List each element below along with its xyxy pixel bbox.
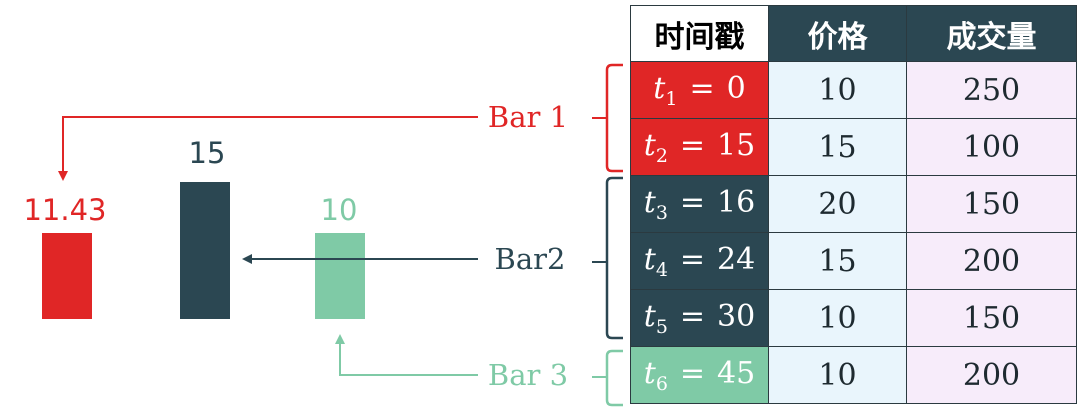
bar-2-value-label: 15 <box>189 136 226 170</box>
volume-cell: 150 <box>906 175 1077 233</box>
timestamp-variable: t <box>643 184 656 220</box>
timestamp-value: 16 <box>717 184 756 220</box>
volume-cell: 250 <box>906 61 1077 119</box>
volume-cell: 200 <box>906 346 1077 404</box>
timestamp-cell: t1 = 0 <box>630 61 769 119</box>
bar-2-group-label: Bar2 <box>495 242 566 276</box>
table-header-row: 时间戳 价格 成交量 <box>630 5 1077 62</box>
timestamp-value: 15 <box>717 127 756 163</box>
timestamp-equals: = <box>679 184 706 220</box>
bar-3-brace <box>605 349 623 407</box>
timestamp-equals: = <box>689 70 715 106</box>
price-cell: 10 <box>768 289 907 347</box>
timestamp-subscript: 4 <box>655 258 668 281</box>
volume-cell: 200 <box>906 232 1077 290</box>
timestamp-subscript: 1 <box>665 87 678 110</box>
timestamp-cell: t2 = 15 <box>630 118 769 176</box>
price-cell: 10 <box>768 346 907 404</box>
bar-1-group-label: Bar 1 <box>488 100 568 134</box>
volume-cell: 100 <box>906 118 1077 176</box>
timestamp-cell: t3 = 16 <box>630 175 769 233</box>
timestamp-cell: t5 = 30 <box>630 289 769 347</box>
bar-1-value-label: 11.43 <box>23 193 106 227</box>
timestamp-variable: t <box>643 241 656 277</box>
timestamp-value: 0 <box>726 70 746 106</box>
timestamp-subscript: 2 <box>655 144 668 167</box>
price-cell: 15 <box>768 118 907 176</box>
bar-1-candle <box>42 233 92 319</box>
bar-2-brace <box>605 176 623 340</box>
volume-cell: 150 <box>906 289 1077 347</box>
timestamp-variable: t <box>643 355 656 391</box>
header-timestamp: 时间戳 <box>630 5 769 62</box>
price-cell: 20 <box>768 175 907 233</box>
timestamp-variable: t <box>653 70 666 106</box>
timestamp-subscript: 6 <box>655 372 668 395</box>
bar-3-value-label: 10 <box>321 193 358 227</box>
timestamp-equals: = <box>679 127 706 163</box>
timestamp-value: 30 <box>717 298 756 334</box>
timestamp-equals: = <box>679 241 706 277</box>
bar-1-arrow <box>58 116 478 181</box>
bar-3-arrow <box>335 334 478 376</box>
timestamp-equals: = <box>679 355 706 391</box>
timestamp-value: 45 <box>717 355 756 391</box>
timestamp-cell: t6 = 45 <box>630 346 769 404</box>
bar-3-candle <box>315 233 365 319</box>
timestamp-variable: t <box>643 127 656 163</box>
timestamp-value: 24 <box>717 241 756 277</box>
bar-1-brace <box>605 63 623 173</box>
bar-2-candle <box>180 182 230 319</box>
timestamp-cell: t4 = 24 <box>630 232 769 290</box>
header-price: 价格 <box>768 5 907 62</box>
timestamp-variable: t <box>643 298 656 334</box>
header-volume: 成交量 <box>906 5 1077 62</box>
bar-3-group-label: Bar 3 <box>488 358 568 392</box>
price-cell: 10 <box>768 61 907 119</box>
timestamp-subscript: 5 <box>655 315 668 338</box>
timestamp-equals: = <box>679 298 706 334</box>
price-cell: 15 <box>768 232 907 290</box>
timestamp-subscript: 3 <box>655 201 668 224</box>
